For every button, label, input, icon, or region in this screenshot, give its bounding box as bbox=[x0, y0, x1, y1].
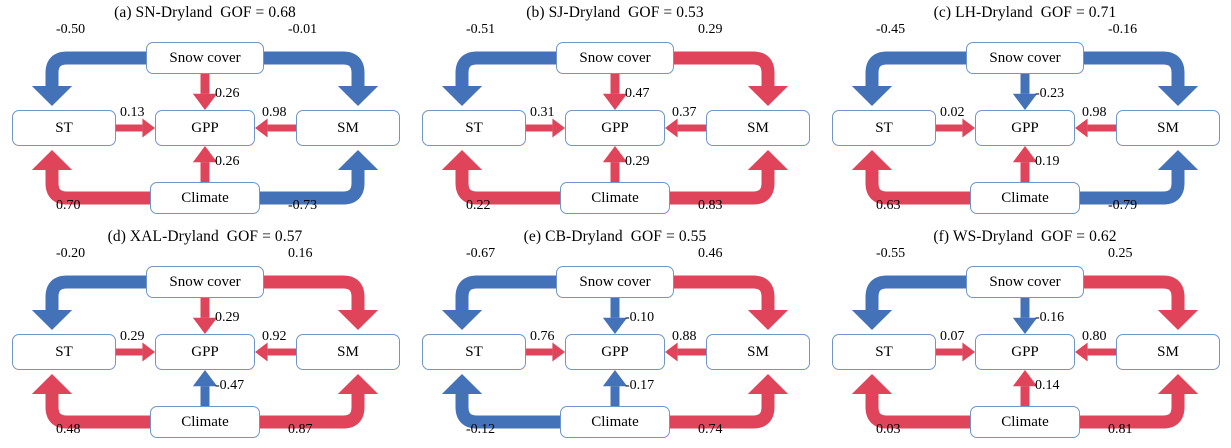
edge-label-climate-to-gpp-e: -0.17 bbox=[625, 378, 655, 393]
edge-label-climate-to-sm-f: 0.81 bbox=[1108, 422, 1133, 437]
panel-title-d: (d) XAL-Dryland GOF = 0.57 bbox=[107, 228, 303, 245]
edge-label-st-to-gpp-d: 0.29 bbox=[120, 329, 145, 344]
edges-e bbox=[441, 275, 789, 429]
edge-label-st-to-gpp-a: 0.13 bbox=[120, 105, 145, 120]
node-st-e: ST bbox=[422, 334, 526, 370]
edge-label-climate-to-sm-a: -0.73 bbox=[288, 198, 318, 213]
node-gpp-c: GPP bbox=[975, 110, 1075, 146]
edges-b bbox=[441, 51, 789, 205]
node-gpp-e: GPP bbox=[565, 334, 665, 370]
node-st-d: ST bbox=[12, 334, 116, 370]
node-st-a: ST bbox=[12, 110, 116, 146]
node-gpp-a: GPP bbox=[155, 110, 255, 146]
edge-label-st-to-gpp-e: 0.76 bbox=[530, 329, 555, 344]
node-climate-a: Climate bbox=[150, 182, 260, 214]
edge-label-climate-to-gpp-f: 0.14 bbox=[1035, 378, 1060, 393]
edge-label-snow-to-st-a: -0.50 bbox=[56, 22, 86, 37]
edge-label-snow-to-sm-f: 0.25 bbox=[1108, 246, 1133, 261]
edge-label-sm-to-gpp-d: 0.92 bbox=[262, 329, 287, 344]
edge-label-snow-to-sm-d: 0.16 bbox=[288, 246, 313, 261]
edge-label-snow-to-st-f: -0.55 bbox=[876, 246, 906, 261]
edge-label-climate-to-sm-e: 0.74 bbox=[698, 422, 723, 437]
panel-title-f: (f) WS-Dryland GOF = 0.62 bbox=[933, 228, 1117, 245]
edge-label-snow-to-st-b: -0.51 bbox=[466, 22, 496, 37]
edge-label-climate-to-gpp-a: 0.26 bbox=[215, 154, 240, 169]
edge-label-snow-to-st-d: -0.20 bbox=[56, 246, 86, 261]
node-sm-b: SM bbox=[706, 110, 810, 146]
edge-label-snow-to-sm-e: 0.46 bbox=[698, 246, 723, 261]
edge-label-snow-to-st-e: -0.67 bbox=[466, 246, 496, 261]
edges-d bbox=[31, 275, 379, 429]
node-snow-c: Snow cover bbox=[966, 42, 1084, 74]
node-snow-f: Snow cover bbox=[966, 266, 1084, 298]
edge-label-st-to-gpp-c: 0.02 bbox=[940, 105, 965, 120]
edge-label-climate-to-st-a: 0.70 bbox=[56, 198, 81, 213]
edge-label-snow-to-gpp-e: -0.10 bbox=[625, 310, 655, 325]
node-snow-e: Snow cover bbox=[556, 266, 674, 298]
edge-label-snow-to-sm-a: -0.01 bbox=[288, 22, 318, 37]
node-snow-a: Snow cover bbox=[146, 42, 264, 74]
node-sm-a: SM bbox=[296, 110, 400, 146]
node-snow-b: Snow cover bbox=[556, 42, 674, 74]
edge-label-sm-to-gpp-e: 0.88 bbox=[672, 329, 697, 344]
node-gpp-d: GPP bbox=[155, 334, 255, 370]
node-sm-e: SM bbox=[706, 334, 810, 370]
edge-label-snow-to-sm-b: 0.29 bbox=[698, 22, 723, 37]
edge-label-climate-to-st-b: 0.22 bbox=[466, 198, 491, 213]
node-climate-c: Climate bbox=[970, 182, 1080, 214]
edge-label-climate-to-st-d: 0.48 bbox=[56, 422, 81, 437]
node-climate-f: Climate bbox=[970, 406, 1080, 438]
edges-a bbox=[31, 51, 379, 205]
node-st-f: ST bbox=[832, 334, 936, 370]
edge-label-climate-to-sm-b: 0.83 bbox=[698, 198, 723, 213]
edge-label-climate-to-gpp-b: 0.29 bbox=[625, 154, 650, 169]
edge-label-snow-to-gpp-b: 0.47 bbox=[625, 86, 650, 101]
edge-label-sm-to-gpp-c: 0.98 bbox=[1082, 105, 1107, 120]
edges-c bbox=[851, 51, 1199, 205]
node-sm-d: SM bbox=[296, 334, 400, 370]
edge-label-climate-to-st-e: -0.12 bbox=[466, 422, 496, 437]
node-st-c: ST bbox=[832, 110, 936, 146]
node-climate-b: Climate bbox=[560, 182, 670, 214]
edge-label-st-to-gpp-f: 0.07 bbox=[940, 329, 965, 344]
node-snow-d: Snow cover bbox=[146, 266, 264, 298]
edge-label-st-to-gpp-b: 0.31 bbox=[530, 105, 555, 120]
panel-title-e: (e) CB-Dryland GOF = 0.55 bbox=[523, 228, 707, 245]
edge-label-climate-to-st-f: 0.03 bbox=[876, 422, 901, 437]
edge-label-snow-to-gpp-d: 0.29 bbox=[215, 310, 240, 325]
edge-label-snow-to-sm-c: -0.16 bbox=[1108, 22, 1138, 37]
edge-label-climate-to-gpp-c: 0.19 bbox=[1035, 154, 1060, 169]
node-climate-e: Climate bbox=[560, 406, 670, 438]
panel-title-b: (b) SJ-Dryland GOF = 0.53 bbox=[526, 4, 704, 21]
node-gpp-f: GPP bbox=[975, 334, 1075, 370]
node-climate-d: Climate bbox=[150, 406, 260, 438]
panel-title-c: (c) LH-Dryland GOF = 0.71 bbox=[933, 4, 1117, 21]
edge-label-snow-to-gpp-f: -0.16 bbox=[1035, 310, 1065, 325]
edge-label-sm-to-gpp-f: 0.80 bbox=[1082, 329, 1107, 344]
edge-label-climate-to-st-c: 0.63 bbox=[876, 198, 901, 213]
edges-f bbox=[851, 275, 1199, 429]
node-sm-f: SM bbox=[1116, 334, 1220, 370]
node-st-b: ST bbox=[422, 110, 526, 146]
edge-label-climate-to-sm-c: -0.79 bbox=[1108, 198, 1138, 213]
edge-label-sm-to-gpp-b: 0.37 bbox=[672, 105, 697, 120]
edge-label-snow-to-gpp-a: 0.26 bbox=[215, 86, 240, 101]
edge-label-sm-to-gpp-a: 0.98 bbox=[262, 105, 287, 120]
node-sm-c: SM bbox=[1116, 110, 1220, 146]
node-gpp-b: GPP bbox=[565, 110, 665, 146]
edge-label-snow-to-st-c: -0.45 bbox=[876, 22, 906, 37]
edge-label-snow-to-gpp-c: -0.23 bbox=[1035, 86, 1065, 101]
panel-title-a: (a) SN-Dryland GOF = 0.68 bbox=[114, 4, 296, 21]
edge-label-climate-to-sm-d: 0.87 bbox=[288, 422, 313, 437]
edge-label-climate-to-gpp-d: -0.47 bbox=[215, 378, 245, 393]
